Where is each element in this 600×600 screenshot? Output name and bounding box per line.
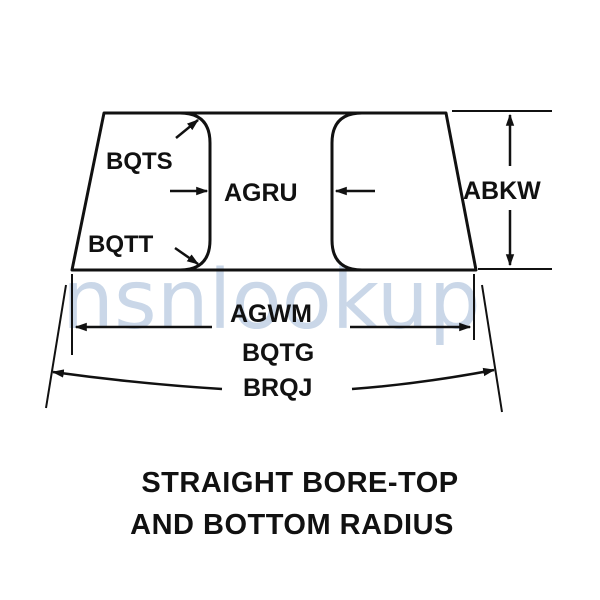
bqts-leader — [175, 119, 199, 139]
brqj-ext-right — [481, 284, 503, 413]
caption-line-1: STRAIGHT BORE-TOP — [141, 467, 458, 499]
brqj-dim-right — [351, 367, 496, 391]
brqj-ext-left — [45, 284, 67, 409]
agwm-label: AGWM — [230, 300, 312, 328]
brqj-dim-left — [51, 369, 223, 391]
bqts-label: BQTS — [106, 148, 173, 175]
caption-line-2: AND BOTTOM RADIUS — [130, 509, 454, 541]
bore-right-wall — [330, 111, 363, 272]
abkw-label: ABKW — [463, 177, 541, 205]
part-outline — [70, 111, 478, 272]
bqtg-label: BQTG — [242, 339, 314, 367]
bqtt-leader — [174, 246, 199, 266]
bore-left-wall — [179, 111, 212, 272]
bqtt-label: BQTT — [88, 231, 154, 258]
brqj-label: BRQJ — [243, 374, 312, 402]
agru-label: AGRU — [224, 179, 298, 207]
